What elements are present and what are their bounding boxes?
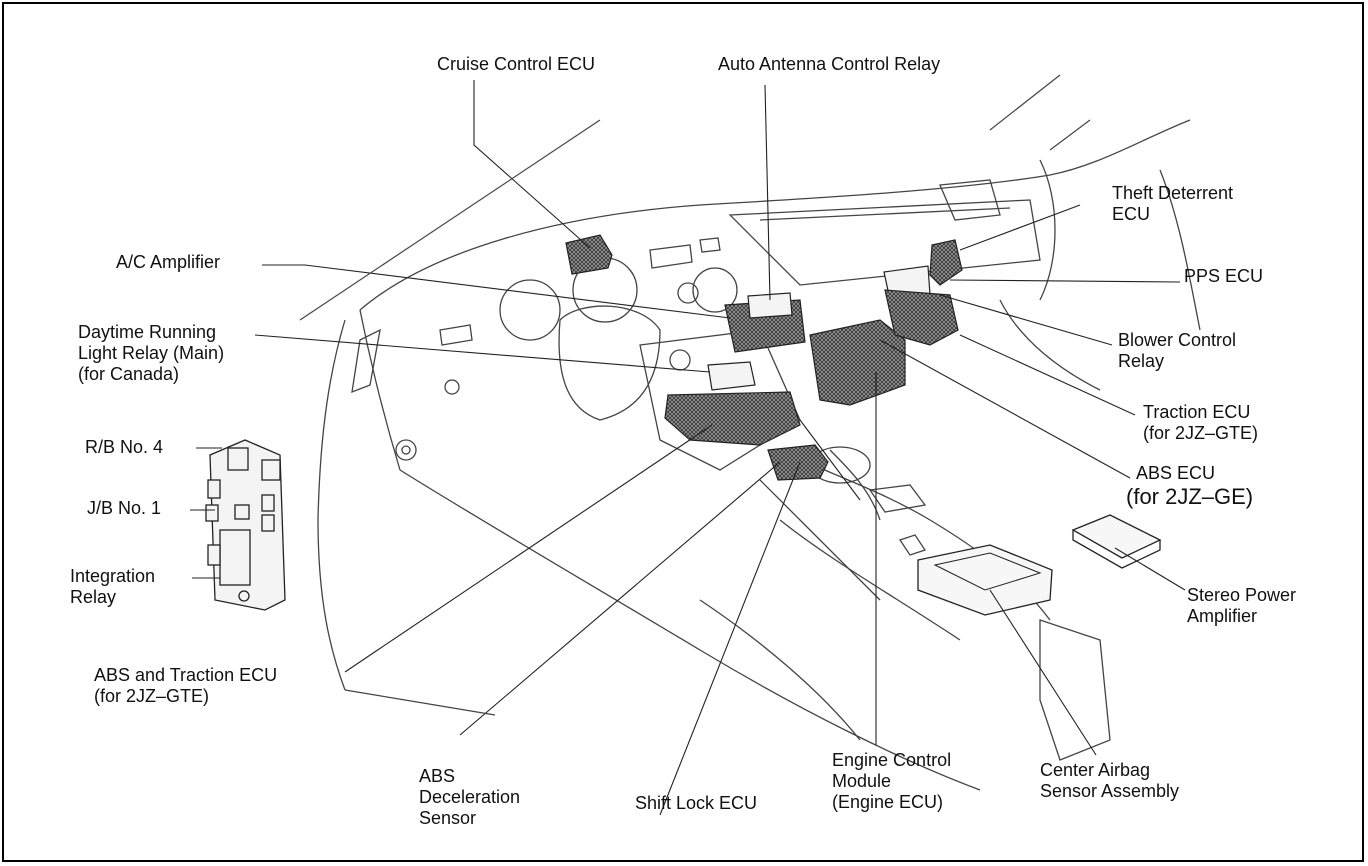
abs-ecu-label: ABS ECU: [1136, 463, 1216, 483]
auto-antenna-relay-part: [747, 292, 793, 319]
jb-no1-label: J/B No. 1: [87, 498, 162, 518]
engine-control-module-label: Engine Control Module (Engine ECU): [832, 750, 952, 812]
pps-ecu-label: PPS ECU: [1184, 266, 1264, 286]
engine-control-module-part: [809, 319, 906, 406]
shift-lock-ecu-label: Shift Lock ECU: [635, 793, 758, 813]
traction-ecu-label: Traction ECU (for 2JZ–GTE): [1143, 402, 1259, 443]
gauge-cluster: [351, 237, 738, 461]
leader-lines: [190, 80, 1186, 816]
abs-ecu-note-label: (for 2JZ–GE): [1126, 484, 1254, 509]
stereo-power-amplifier-part: [1071, 514, 1162, 569]
stereo-power-amplifier-label: Stereo Power Amplifier: [1187, 585, 1297, 626]
rb-no4-label: R/B No. 4: [85, 437, 164, 457]
center-airbag-sensor-part: [917, 544, 1053, 616]
shift-lock-ecu-part: [767, 444, 829, 481]
drl-relay-label: Daytime Running Light Relay (Main) (for …: [78, 322, 225, 384]
blower-control-relay-label: Blower Control Relay: [1118, 330, 1237, 371]
theft-deterrent-ecu-part: [929, 239, 963, 286]
background-strokes: [299, 74, 1091, 716]
cruise-control-ecu-label: Cruise Control ECU: [437, 54, 596, 74]
daytime-running-light-relay-part: [707, 361, 756, 391]
center-console: [699, 446, 1111, 761]
abs-traction-right-ecu-part: [884, 289, 959, 346]
center-airbag-sensor-label: Center Airbag Sensor Assembly: [1040, 760, 1180, 801]
theft-deterrent-ecu-label: Theft Deterrent ECU: [1112, 183, 1234, 224]
cruise-control-ecu-part: [565, 234, 613, 275]
abs-decel-sensor-label: ABS Deceleration Sensor: [419, 766, 521, 828]
ac-amplifier-label: A/C Amplifier: [116, 252, 221, 272]
auto-antenna-relay-label: Auto Antenna Control Relay: [718, 54, 941, 74]
integration-relay-label: Integration Relay: [70, 566, 156, 607]
junction-block-assembly: [205, 439, 286, 611]
abs-traction-ecu-label: ABS and Traction ECU (for 2JZ–GTE): [94, 665, 278, 706]
abs-traction-ecu-part: [664, 391, 801, 446]
